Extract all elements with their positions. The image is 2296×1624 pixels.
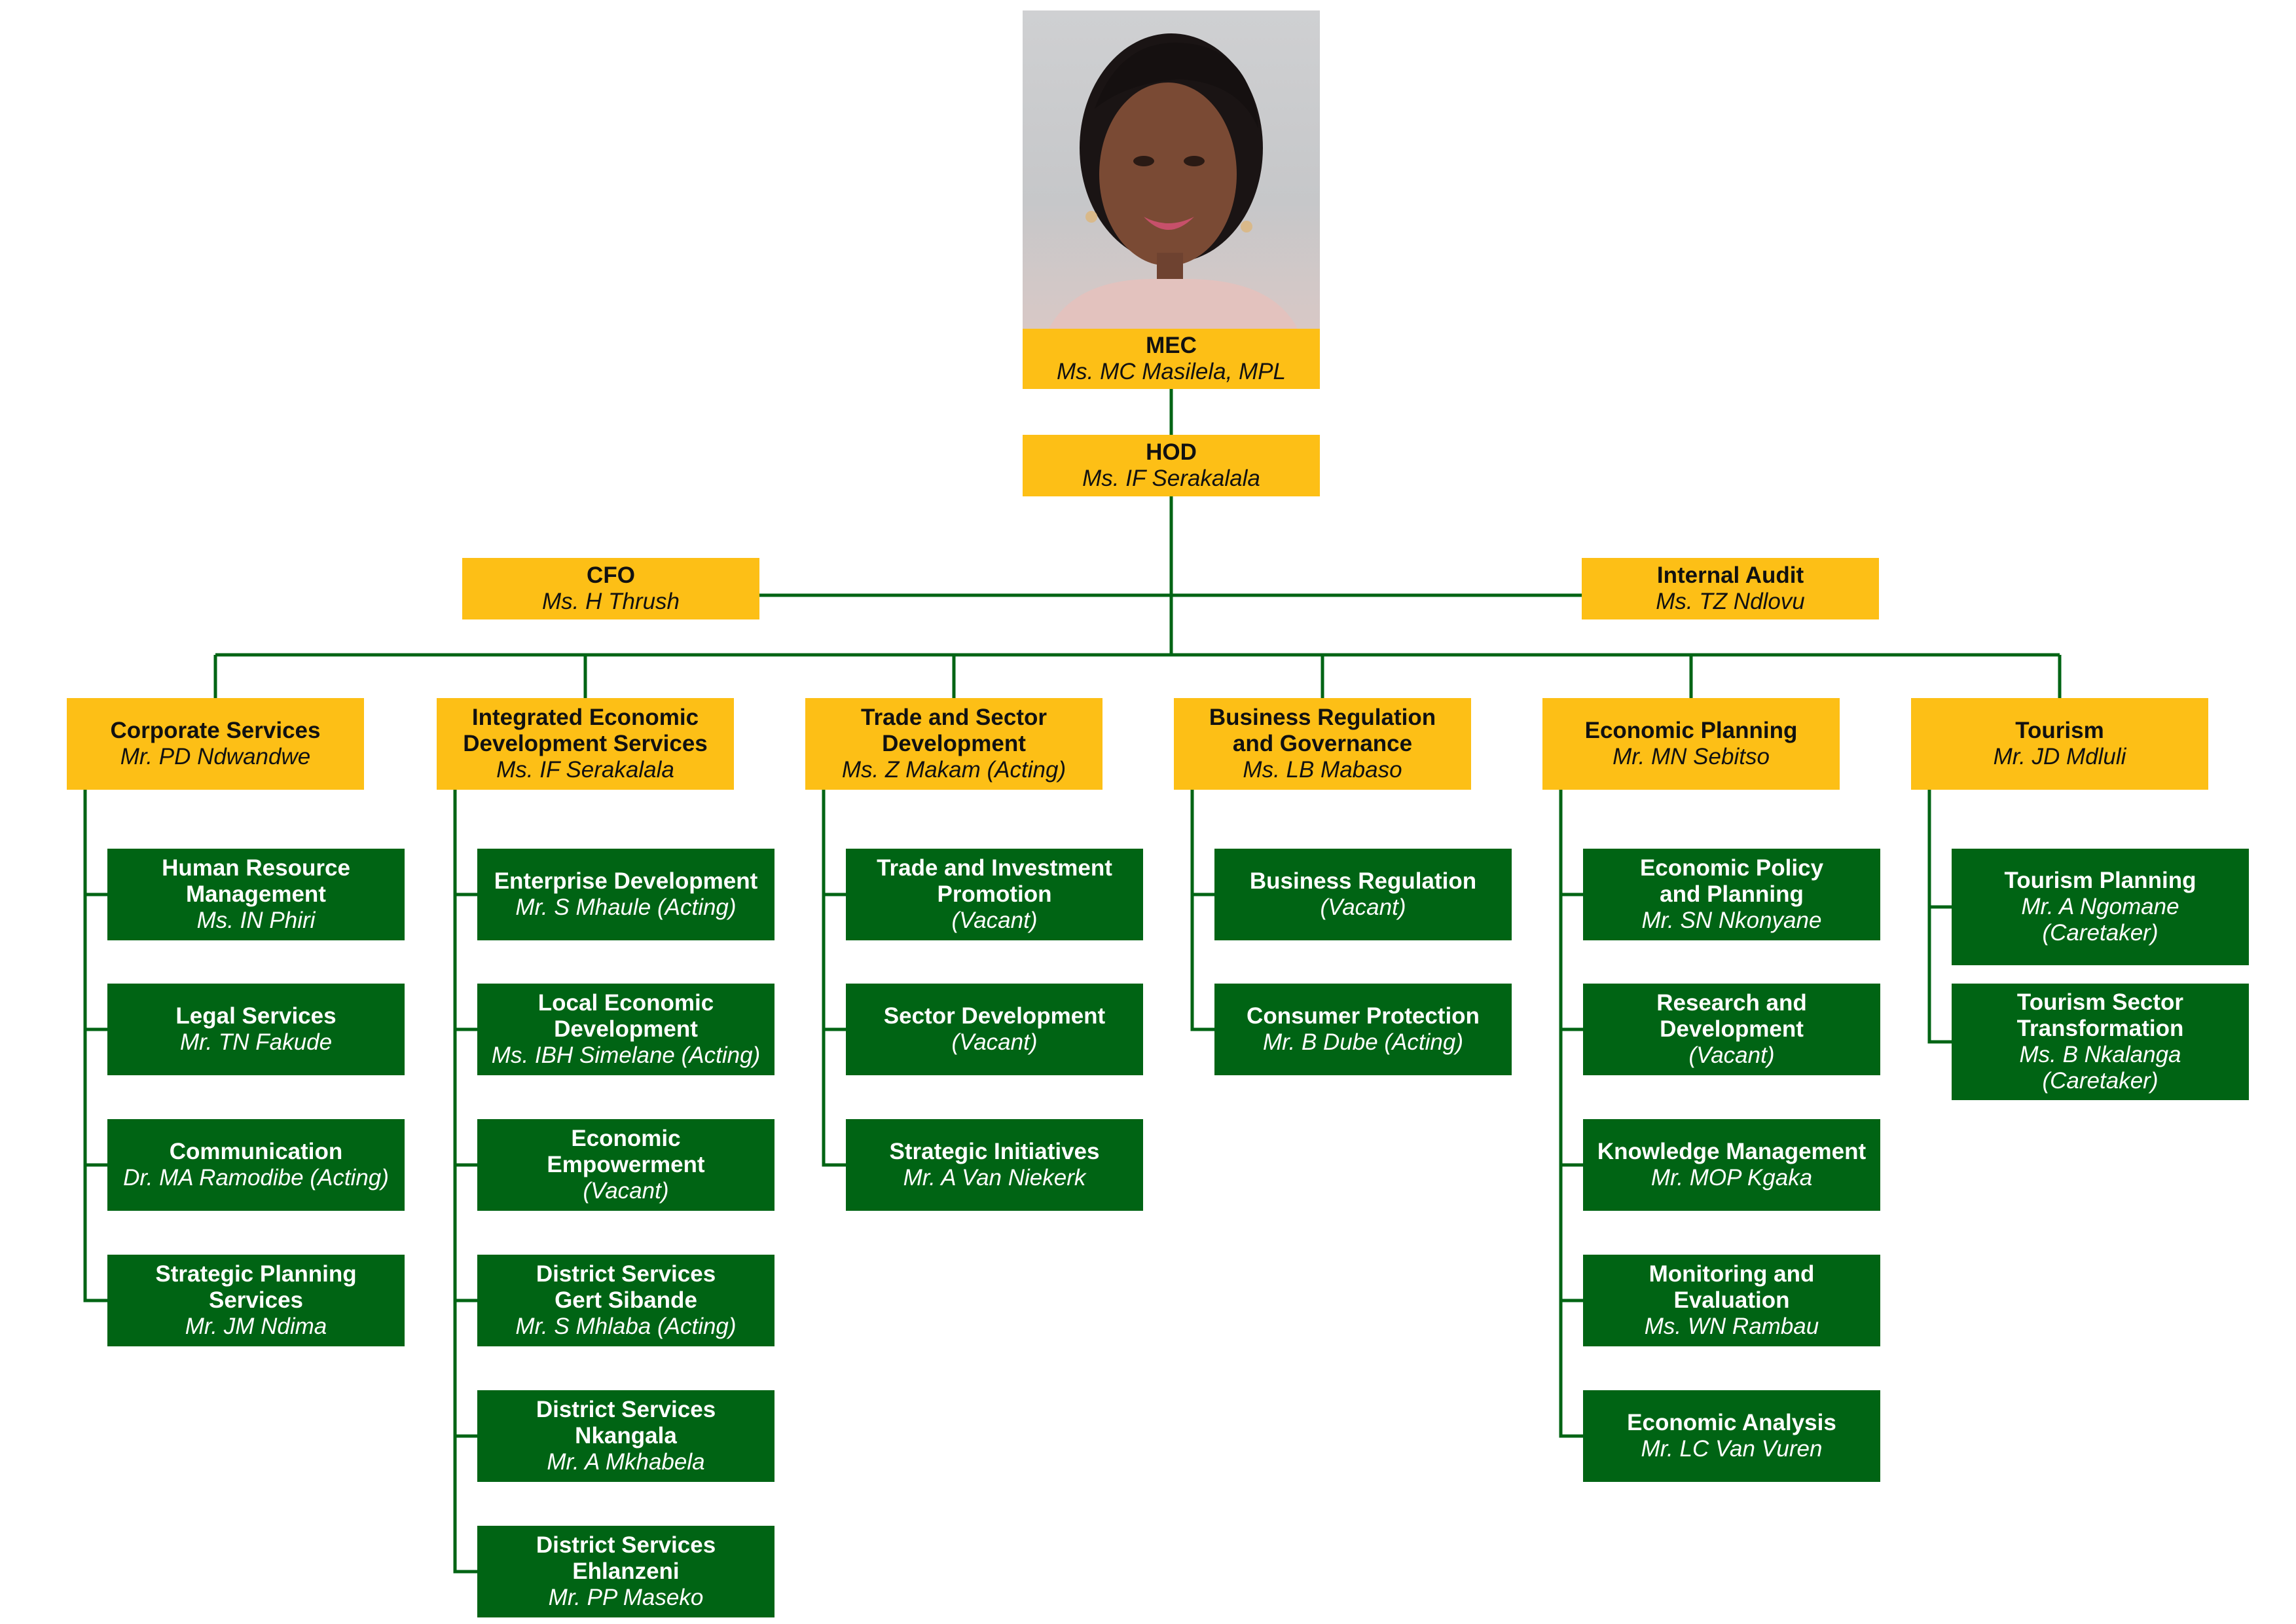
unit-box-2-2-title: Strategic Initiatives bbox=[889, 1139, 1100, 1164]
branch-box-1-name: Ms. IF Serakalala bbox=[496, 757, 674, 783]
unit-box-3-1-name: Mr. B Dube (Acting) bbox=[1262, 1029, 1463, 1055]
hod-name: Ms. IF Serakalala bbox=[1082, 466, 1260, 491]
unit-box-4-0-name: Mr. SN Nkonyane bbox=[1641, 908, 1822, 933]
branch-box-1-title: Integrated Economic Development Services bbox=[463, 705, 708, 756]
unit-box-0-1-name: Mr. TN Fakude bbox=[179, 1029, 333, 1055]
unit-box-4-4-name: Mr. LC Van Vuren bbox=[1641, 1436, 1823, 1462]
unit-box-1-2: Economic Empowerment(Vacant) bbox=[477, 1119, 774, 1211]
unit-box-1-2-title: Economic Empowerment bbox=[547, 1126, 705, 1177]
unit-box-1-3-title: District Services Gert Sibande bbox=[536, 1261, 716, 1313]
unit-box-0-3-title: Strategic Planning Services bbox=[155, 1261, 357, 1313]
hod-title: HOD bbox=[1146, 439, 1197, 465]
internal-audit-name: Ms. TZ Ndlovu bbox=[1656, 589, 1805, 614]
hod-box: HOD Ms. IF Serakalala bbox=[1023, 435, 1320, 496]
internal-audit-box: Internal Audit Ms. TZ Ndlovu bbox=[1582, 558, 1879, 619]
cfo-name: Ms. H Thrush bbox=[541, 589, 680, 614]
unit-box-0-1-title: Legal Services bbox=[175, 1003, 337, 1029]
unit-box-4-1: Research and Development(Vacant) bbox=[1583, 984, 1880, 1075]
unit-box-2-1-name: (Vacant) bbox=[951, 1029, 1038, 1055]
branch-box-1: Integrated Economic Development Services… bbox=[437, 698, 734, 790]
unit-box-1-5-name: Mr. PP Maseko bbox=[548, 1585, 704, 1610]
unit-box-4-4-title: Economic Analysis bbox=[1627, 1410, 1836, 1435]
unit-box-1-1-name: Ms. IBH Simelane (Acting) bbox=[491, 1043, 761, 1068]
unit-box-0-2-title: Communication bbox=[169, 1139, 343, 1164]
branch-box-3-name: Ms. LB Mabaso bbox=[1243, 757, 1402, 783]
cfo-box: CFO Ms. H Thrush bbox=[462, 558, 759, 619]
unit-box-5-0-name: Mr. A Ngomane (Caretaker) bbox=[2021, 894, 2179, 946]
unit-box-1-5-title: District Services Ehlanzeni bbox=[536, 1532, 716, 1584]
unit-box-1-0-title: Enterprise Development bbox=[494, 868, 758, 894]
unit-box-3-0-title: Business Regulation bbox=[1249, 868, 1477, 894]
unit-box-0-3-name: Mr. JM Ndima bbox=[185, 1314, 327, 1339]
mec-name: Ms. MC Masilela, MPL bbox=[1056, 359, 1286, 384]
unit-box-3-0: Business Regulation(Vacant) bbox=[1214, 849, 1512, 940]
unit-box-4-2-title: Knowledge Management bbox=[1597, 1139, 1867, 1164]
unit-box-0-0-name: Ms. IN Phiri bbox=[196, 908, 316, 933]
branch-box-2-title: Trade and Sector Development bbox=[861, 705, 1047, 756]
unit-box-2-1: Sector Development(Vacant) bbox=[846, 984, 1143, 1075]
unit-box-5-1-name: Ms. B Nkalanga (Caretaker) bbox=[2019, 1042, 2181, 1094]
portrait-photo bbox=[1049, 33, 1298, 329]
unit-box-2-0-title: Trade and Investment Promotion bbox=[877, 855, 1112, 907]
unit-box-1-4-name: Mr. A Mkhabela bbox=[547, 1449, 705, 1475]
unit-box-4-3-title: Monitoring and Evaluation bbox=[1649, 1261, 1815, 1313]
unit-box-1-3-name: Mr. S Mhlaba (Acting) bbox=[515, 1314, 737, 1339]
unit-box-1-0-name: Mr. S Mhaule (Acting) bbox=[515, 895, 737, 920]
branch-box-5-title: Tourism bbox=[2015, 718, 2104, 743]
branch-box-3-title: Business Regulation and Governance bbox=[1209, 705, 1436, 756]
unit-box-5-1-title: Tourism Sector Transformation bbox=[2016, 989, 2184, 1041]
unit-box-0-0-title: Human Resource Management bbox=[162, 855, 350, 907]
unit-box-1-2-name: (Vacant) bbox=[583, 1178, 669, 1204]
mec-title: MEC bbox=[1146, 333, 1197, 358]
branch-box-4-name: Mr. MN Sebitso bbox=[1613, 744, 1770, 769]
branch-box-0-title: Corporate Services bbox=[110, 718, 321, 743]
branch-box-0-name: Mr. PD Ndwandwe bbox=[120, 744, 311, 769]
branch-box-4-title: Economic Planning bbox=[1584, 718, 1798, 743]
unit-box-4-0-title: Economic Policy and Planning bbox=[1639, 855, 1824, 907]
branch-box-5-name: Mr. JD Mdluli bbox=[1993, 744, 2126, 769]
unit-box-2-1-title: Sector Development bbox=[883, 1003, 1106, 1029]
unit-box-3-0-name: (Vacant) bbox=[1320, 895, 1406, 920]
unit-box-1-1-title: Local Economic Development bbox=[538, 990, 714, 1042]
branch-box-2-name: Ms. Z Makam (Acting) bbox=[841, 757, 1066, 783]
unit-box-2-2-name: Mr. A Van Niekerk bbox=[903, 1165, 1086, 1190]
unit-box-0-2-name: Dr. MA Ramodibe (Acting) bbox=[123, 1165, 389, 1190]
unit-box-1-4-title: District Services Nkangala bbox=[536, 1397, 716, 1449]
mec-portrait-photo bbox=[1023, 10, 1320, 329]
unit-box-4-2-name: Mr. MOP Kgaka bbox=[1650, 1165, 1813, 1190]
unit-box-5-0-title: Tourism Planning bbox=[2004, 868, 2196, 893]
unit-box-4-3-name: Ms. WN Rambau bbox=[1644, 1314, 1819, 1339]
cfo-title: CFO bbox=[587, 563, 635, 588]
unit-box-2-0: Trade and Investment Promotion(Vacant) bbox=[846, 849, 1143, 940]
unit-box-3-1-title: Consumer Protection bbox=[1247, 1003, 1480, 1029]
unit-box-2-0-name: (Vacant) bbox=[951, 908, 1038, 933]
unit-box-4-1-name: (Vacant) bbox=[1688, 1043, 1775, 1068]
internal-audit-title: Internal Audit bbox=[1656, 563, 1804, 588]
mec-box: MEC Ms. MC Masilela, MPL bbox=[1023, 329, 1320, 389]
unit-box-4-1-title: Research and Development bbox=[1656, 990, 1807, 1042]
